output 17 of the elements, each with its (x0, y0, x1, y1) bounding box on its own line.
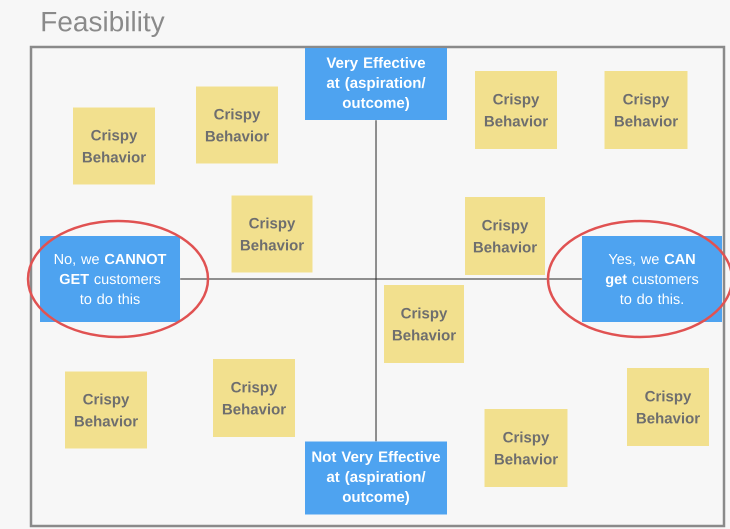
sticky-note: Crispy Behavior (484, 409, 568, 487)
sticky-note: Crispy Behavior (604, 71, 688, 149)
sticky-note: Crispy Behavior (384, 285, 464, 363)
axis-line (180, 278, 582, 280)
sticky-note: Crispy Behavior (73, 108, 155, 184)
sticky-note: Crispy Behavior (465, 197, 545, 275)
sticky-note: Crispy Behavior (475, 71, 557, 149)
label-box: Yes, we CAN get customers to do this. (582, 236, 722, 322)
sticky-note: Crispy Behavior (232, 196, 312, 272)
sticky-note: Crispy Behavior (627, 368, 709, 446)
sticky-note: Crispy Behavior (65, 372, 147, 448)
title: Feasibility (42, 10, 165, 38)
sticky-note: Crispy Behavior (213, 359, 295, 437)
sticky-note: Crispy Behavior (196, 86, 278, 164)
label-box: Very Effective at (aspiration/ outcome) (305, 48, 447, 120)
label-box: Not Very Effective at (aspiration/ outcome) (305, 442, 447, 514)
label-box: No, we CANNOT GET customers to do this (40, 236, 180, 322)
